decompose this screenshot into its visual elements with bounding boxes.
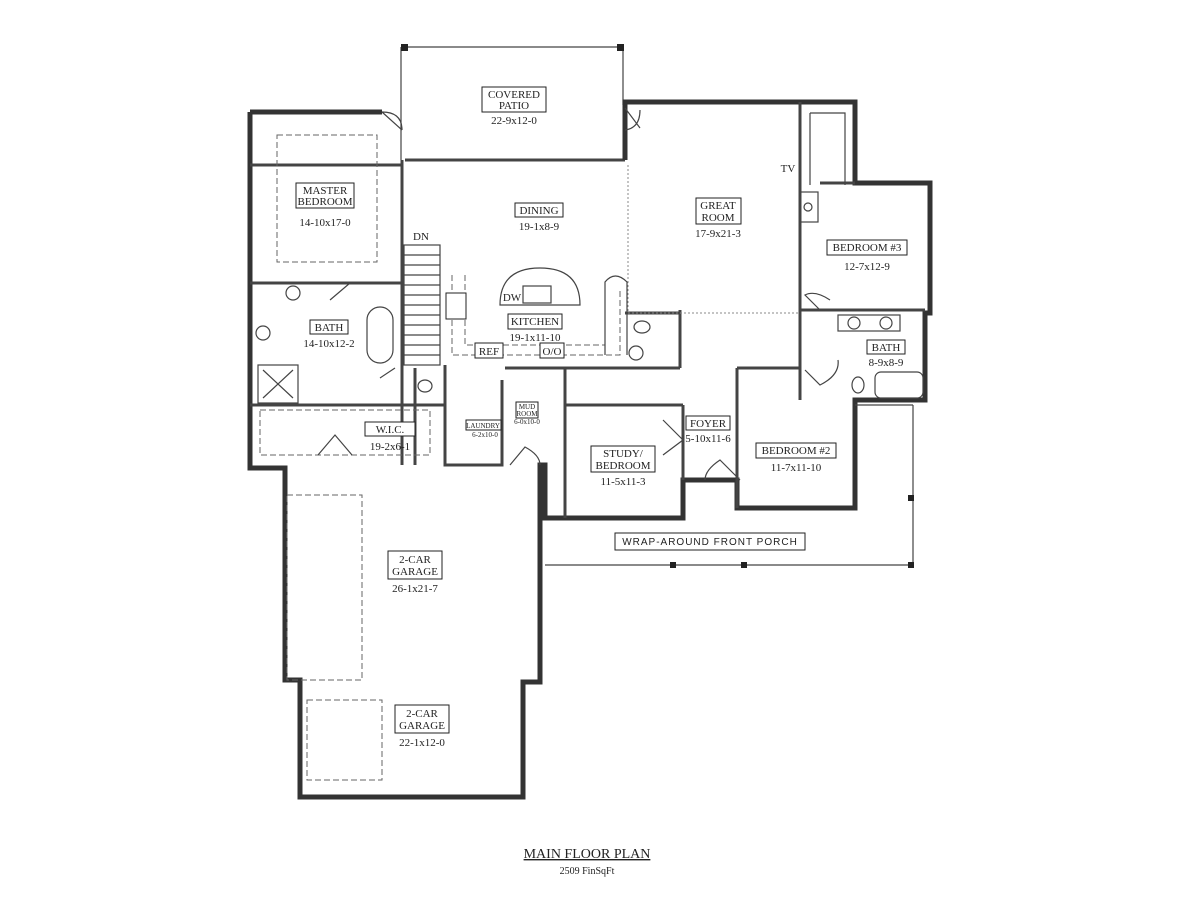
room-study: STUDY/ BEDROOM 11-5x11-3 (590, 445, 656, 488)
svg-text:GARAGE: GARAGE (399, 720, 445, 732)
room-great-room: GREAT ROOM 17-9x21-3 (695, 197, 742, 240)
room-dims: 22-9x12-0 (491, 115, 537, 127)
sink (522, 285, 552, 304)
svg-text:19-1x8-9: 19-1x8-9 (519, 221, 560, 233)
room-label-porch: WRAP-AROUND FRONT PORCH (622, 537, 798, 548)
svg-text:KITCHEN: KITCHEN (511, 316, 559, 328)
svg-text:BEDROOM: BEDROOM (297, 196, 352, 208)
svg-text:BATH: BATH (315, 322, 344, 334)
refrigerator-label: REF (479, 346, 499, 358)
svg-text:17-9x21-3: 17-9x21-3 (695, 228, 741, 240)
svg-text:11-7x11-10: 11-7x11-10 (771, 462, 822, 474)
svg-text:BEDROOM #3: BEDROOM #3 (833, 242, 902, 254)
svg-text:MUD: MUD (519, 403, 535, 411)
svg-text:6-0x10-0: 6-0x10-0 (514, 418, 540, 426)
tv-label: TV (781, 163, 796, 175)
svg-text:GREAT: GREAT (700, 200, 736, 212)
room-garage-2: 2-CAR GARAGE 22-1x12-0 (394, 704, 450, 749)
svg-text:19-2x6-1: 19-2x6-1 (370, 441, 410, 453)
svg-text:FOYER: FOYER (690, 418, 727, 430)
bathtub (366, 306, 394, 364)
svg-text:2-CAR: 2-CAR (406, 708, 438, 720)
bathtub (874, 371, 924, 399)
oven-label: O/O (543, 346, 562, 358)
svg-text:19-1x11-10: 19-1x11-10 (510, 332, 561, 344)
svg-text:LAUNDRY: LAUNDRY (466, 422, 500, 430)
exterior-wall (247, 99, 933, 800)
room-laundry: LAUNDRY 6-2x10-0 (465, 419, 502, 439)
room-master-bedroom: MASTER BEDROOM 14-10x17-0 (295, 182, 355, 229)
room-garage-1: 2-CAR GARAGE 26-1x21-7 (387, 550, 443, 595)
svg-text:2-CAR: 2-CAR (399, 554, 431, 566)
room-kitchen: KITCHEN 19-1x11-10 (507, 313, 563, 344)
svg-text:BATH: BATH (872, 342, 901, 354)
svg-text:22-1x12-0: 22-1x12-0 (399, 737, 445, 749)
svg-text:14-10x17-0: 14-10x17-0 (299, 217, 351, 229)
svg-text:12-7x12-9: 12-7x12-9 (844, 261, 890, 273)
svg-text:BEDROOM: BEDROOM (595, 460, 650, 472)
svg-text:5-10x11-6: 5-10x11-6 (685, 433, 731, 445)
room-patio: COVERED PATIO 22-9x12-0 (481, 86, 547, 127)
svg-text:ROOM: ROOM (516, 410, 538, 418)
svg-text:14-10x12-2: 14-10x12-2 (303, 338, 354, 350)
svg-text:MASTER: MASTER (303, 185, 348, 197)
stairs (403, 244, 441, 366)
room-dining: DINING 19-1x8-9 (514, 202, 564, 233)
room-wic: W.I.C. 19-2x6-1 (364, 421, 416, 453)
room-bedroom-3: BEDROOM #3 12-7x12-9 (826, 239, 908, 273)
svg-text:W.I.C.: W.I.C. (376, 424, 405, 436)
plan-title: MAIN FLOOR PLAN (524, 847, 651, 862)
svg-text:BEDROOM #2: BEDROOM #2 (762, 445, 831, 457)
cooktop (445, 292, 467, 320)
svg-text:8-9x8-9: 8-9x8-9 (869, 357, 904, 369)
shower (257, 364, 299, 404)
svg-text:GARAGE: GARAGE (392, 566, 438, 578)
plan-area: 2509 FinSqFt (560, 866, 615, 877)
room-bedroom-2: BEDROOM #2 11-7x11-10 (755, 442, 837, 474)
room-master-bath: BATH 14-10x12-2 (303, 319, 355, 350)
covered-patio (400, 44, 625, 162)
svg-text:26-1x21-7: 26-1x21-7 (392, 583, 438, 595)
room-mud-room: MUD ROOM 6-0x10-0 (514, 401, 540, 426)
dishwasher-label: DW (503, 292, 522, 304)
svg-text:DINING: DINING (519, 205, 558, 217)
room-name: COVERED (488, 89, 540, 101)
room-bath-2: BATH 8-9x8-9 (866, 339, 906, 369)
svg-text:ROOM: ROOM (701, 212, 734, 224)
kitchen-island (499, 267, 581, 306)
svg-text:11-5x11-3: 11-5x11-3 (600, 476, 646, 488)
stairs-down-label: DN (413, 231, 429, 243)
room-foyer: FOYER 5-10x11-6 (685, 415, 731, 445)
svg-text:STUDY/: STUDY/ (603, 448, 644, 460)
svg-text:6-2x10-0: 6-2x10-0 (472, 431, 498, 439)
room-name: PATIO (499, 100, 529, 112)
